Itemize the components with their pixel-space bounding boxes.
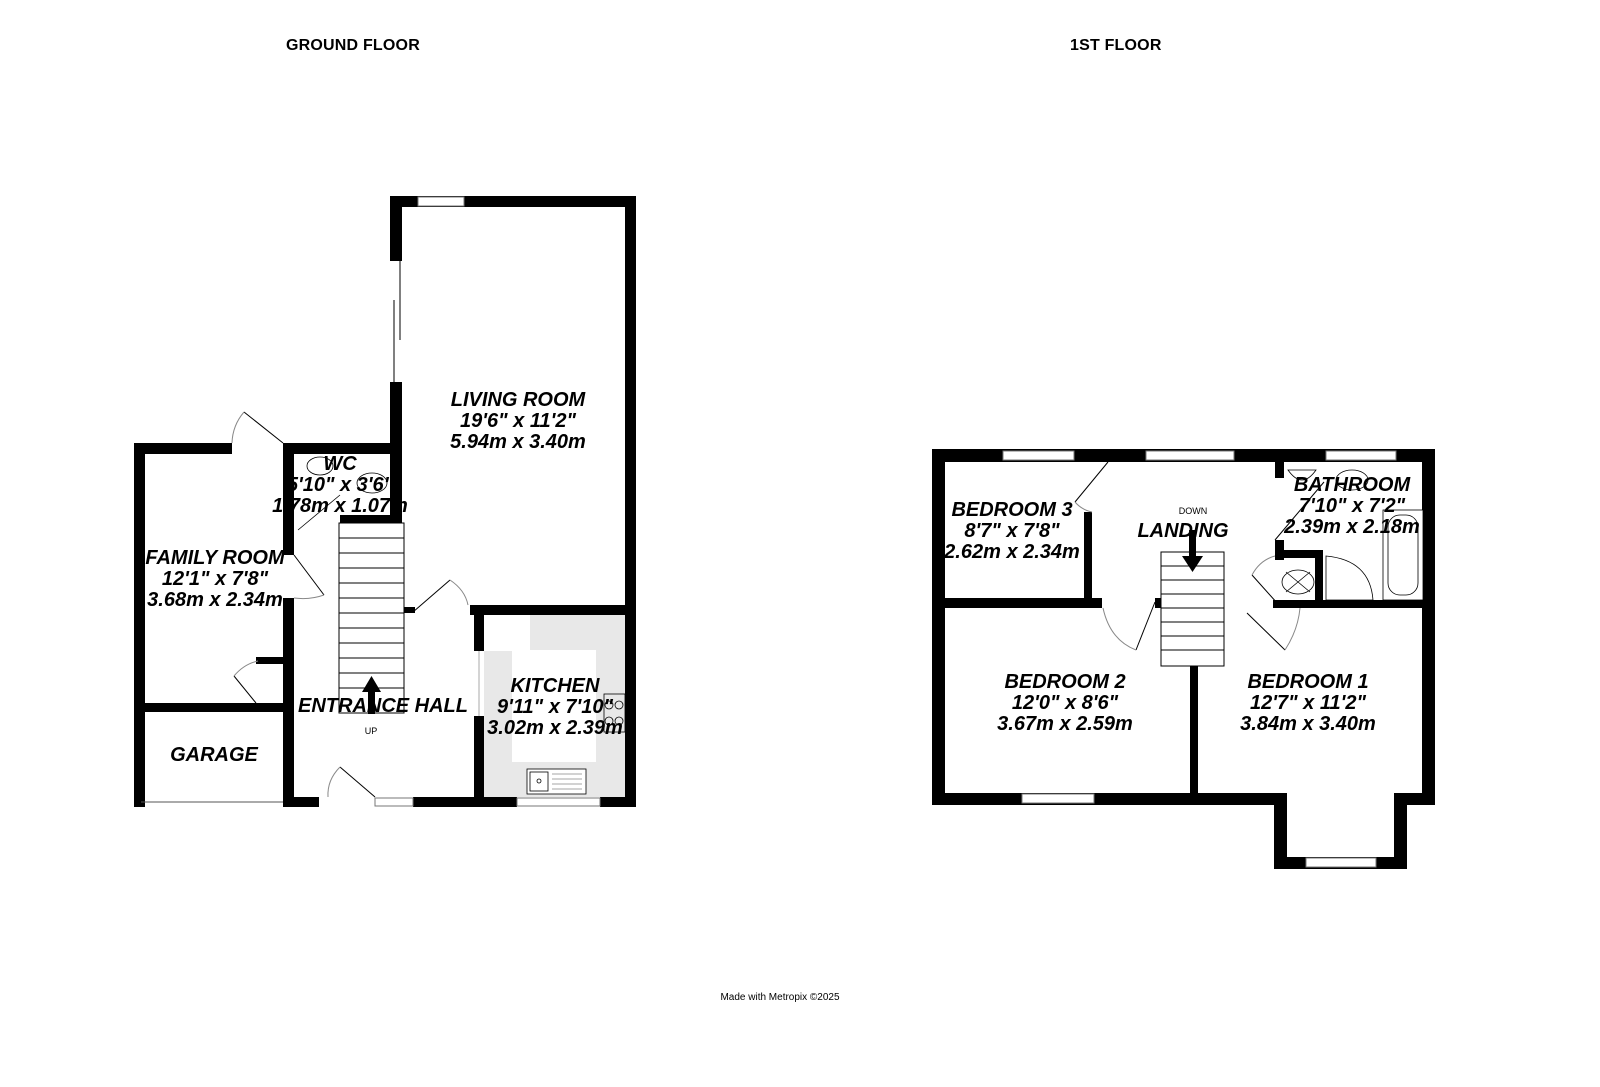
room-metric: 2.39m x 2.18m — [1284, 516, 1420, 538]
ground-floor-doors — [231, 411, 480, 798]
room-imperial: 12'0" x 8'6" — [1011, 692, 1119, 714]
ground-floor-windows — [141, 196, 601, 807]
room-metric: 1.78m x 1.07m — [272, 495, 408, 517]
room-label-family-room: FAMILY ROOM 12'1" x 7'8" 3.68m x 2.34m — [145, 548, 284, 611]
room-name: LIVING ROOM — [450, 389, 586, 411]
room-name: KITCHEN — [510, 675, 600, 697]
sink-icon — [526, 768, 587, 795]
room-imperial: 7'10" x 7'2" — [1298, 495, 1406, 517]
room-name: BATHROOM — [1293, 474, 1411, 496]
room-name: WC — [323, 453, 357, 475]
stairs-down-arrow-icon — [1182, 530, 1203, 572]
room-name: BEDROOM 1 — [1247, 671, 1369, 693]
hob-icon — [603, 693, 626, 733]
room-name: GARAGE — [170, 744, 258, 766]
stairs-up-arrow-icon — [362, 676, 381, 714]
room-imperial: 12'7" x 11'2" — [1250, 692, 1366, 714]
room-label-living-room: LIVING ROOM 19'6" x 11'2" 5.94m x 3.40m — [450, 390, 586, 453]
stairs-up-label: UP — [364, 726, 378, 736]
room-imperial: 19'6" x 11'2" — [460, 410, 576, 432]
room-label-landing: LANDING — [1137, 521, 1228, 542]
stairs-down-label: DOWN — [1178, 506, 1208, 516]
room-name: LANDING — [1137, 520, 1229, 542]
room-name: ENTRANCE HALL — [298, 695, 468, 717]
first-floor-windows — [1002, 450, 1397, 868]
room-metric: 3.84m x 3.40m — [1240, 713, 1376, 735]
first-floor-walls — [932, 449, 1435, 869]
room-label-entrance-hall: ENTRANCE HALL — [298, 696, 468, 717]
room-imperial: 5'10" x 3'6" — [286, 474, 394, 496]
room-label-bedroom-2: BEDROOM 2 12'0" x 8'6" 3.67m x 2.59m — [997, 672, 1133, 735]
room-imperial: 12'1" x 7'8" — [161, 568, 269, 590]
room-imperial: 8'7" x 7'8" — [964, 520, 1060, 542]
room-metric: 3.02m x 2.39m — [487, 717, 623, 739]
room-name: BEDROOM 2 — [1004, 671, 1126, 693]
first-floor-title: 1ST FLOOR — [1070, 37, 1162, 54]
room-label-bedroom-1: BEDROOM 1 12'7" x 11'2" 3.84m x 3.40m — [1240, 672, 1376, 735]
footer-credit: Made with Metropix ©2025 — [720, 992, 840, 1003]
room-label-kitchen: KITCHEN 9'11" x 7'10" 3.02m x 2.39m — [487, 676, 623, 739]
room-metric: 3.67m x 2.59m — [997, 713, 1133, 735]
first-floor-doors — [1074, 461, 1325, 651]
room-name: BEDROOM 3 — [951, 499, 1073, 521]
room-name: FAMILY ROOM — [145, 547, 285, 569]
room-label-garage: GARAGE — [170, 745, 258, 766]
room-metric: 3.68m x 2.34m — [147, 589, 283, 611]
ground-floor-title: GROUND FLOOR — [286, 37, 420, 54]
room-imperial: 9'11" x 7'10" — [497, 696, 613, 718]
room-metric: 5.94m x 3.40m — [450, 431, 586, 453]
room-label-wc: WC 5'10" x 3'6" 1.78m x 1.07m — [272, 454, 408, 517]
room-label-bedroom-3: BEDROOM 3 8'7" x 7'8" 2.62m x 2.34m — [944, 500, 1080, 563]
ground-floor-walls — [134, 196, 636, 807]
bathroom-fixtures — [1281, 469, 1424, 601]
room-metric: 2.62m x 2.34m — [944, 541, 1080, 563]
room-label-bathroom: BATHROOM 7'10" x 7'2" 2.39m x 2.18m — [1284, 475, 1420, 538]
